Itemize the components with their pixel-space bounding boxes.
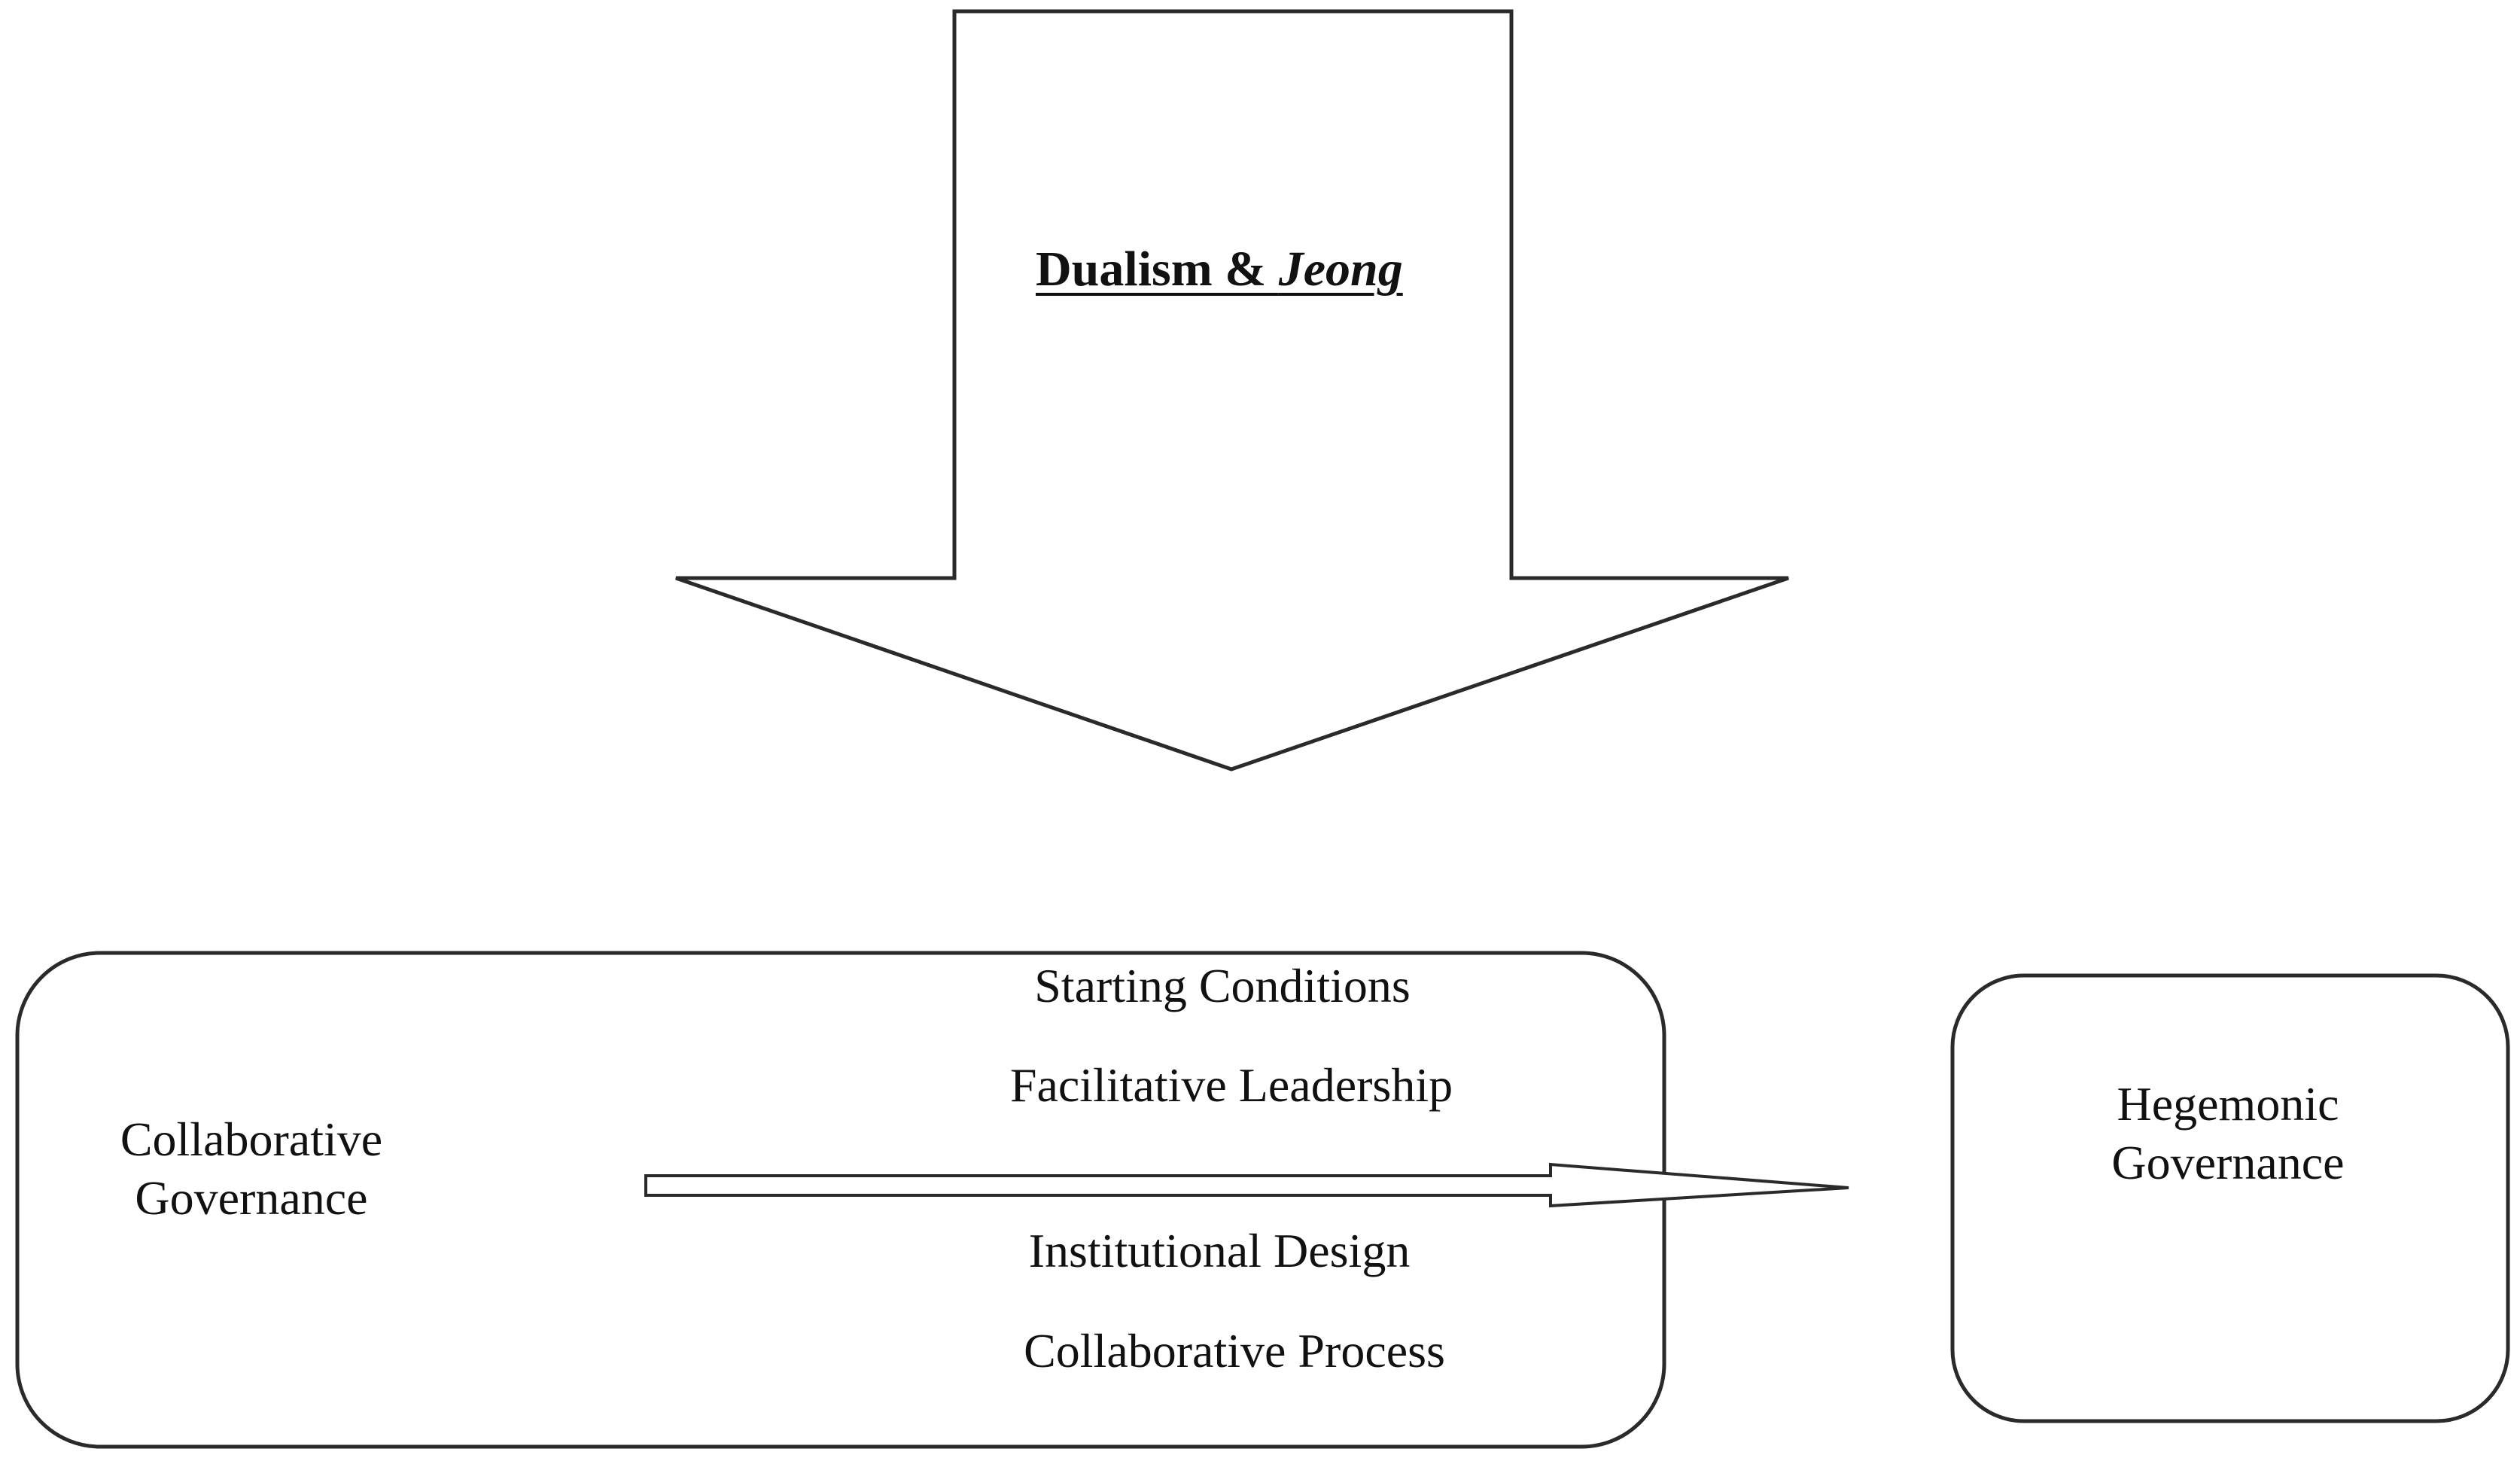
item-institutional-design: Institutional Design <box>1028 1224 1411 1277</box>
collaborative-governance-label: Collaborative Governance <box>120 1110 382 1228</box>
arrow-title-italic: Jeong <box>1278 242 1403 297</box>
collaborative-governance-line1: Collaborative <box>120 1112 383 1166</box>
transition-arrow <box>644 1162 1849 1208</box>
item-starting-conditions: Starting Conditions <box>1034 959 1411 1012</box>
hegemonic-governance-line1: Hegemonic <box>2117 1077 2339 1131</box>
hegemonic-governance-line2: Governance <box>2111 1136 2345 1189</box>
hegemonic-governance-box <box>1950 973 2510 1423</box>
arrow-title-plain: Dualism & <box>1036 242 1279 297</box>
collaborative-governance-line2: Governance <box>135 1171 368 1225</box>
hegemonic-governance-label: Hegemonic Governance <box>2111 1075 2344 1192</box>
item-collaborative-process: Collaborative Process <box>1024 1324 1445 1377</box>
down-arrow <box>675 9 1789 772</box>
item-facilitative-leadership: Facilitative Leadership <box>1009 1058 1453 1112</box>
arrow-title: Dualism & Jeong <box>1036 245 1403 294</box>
